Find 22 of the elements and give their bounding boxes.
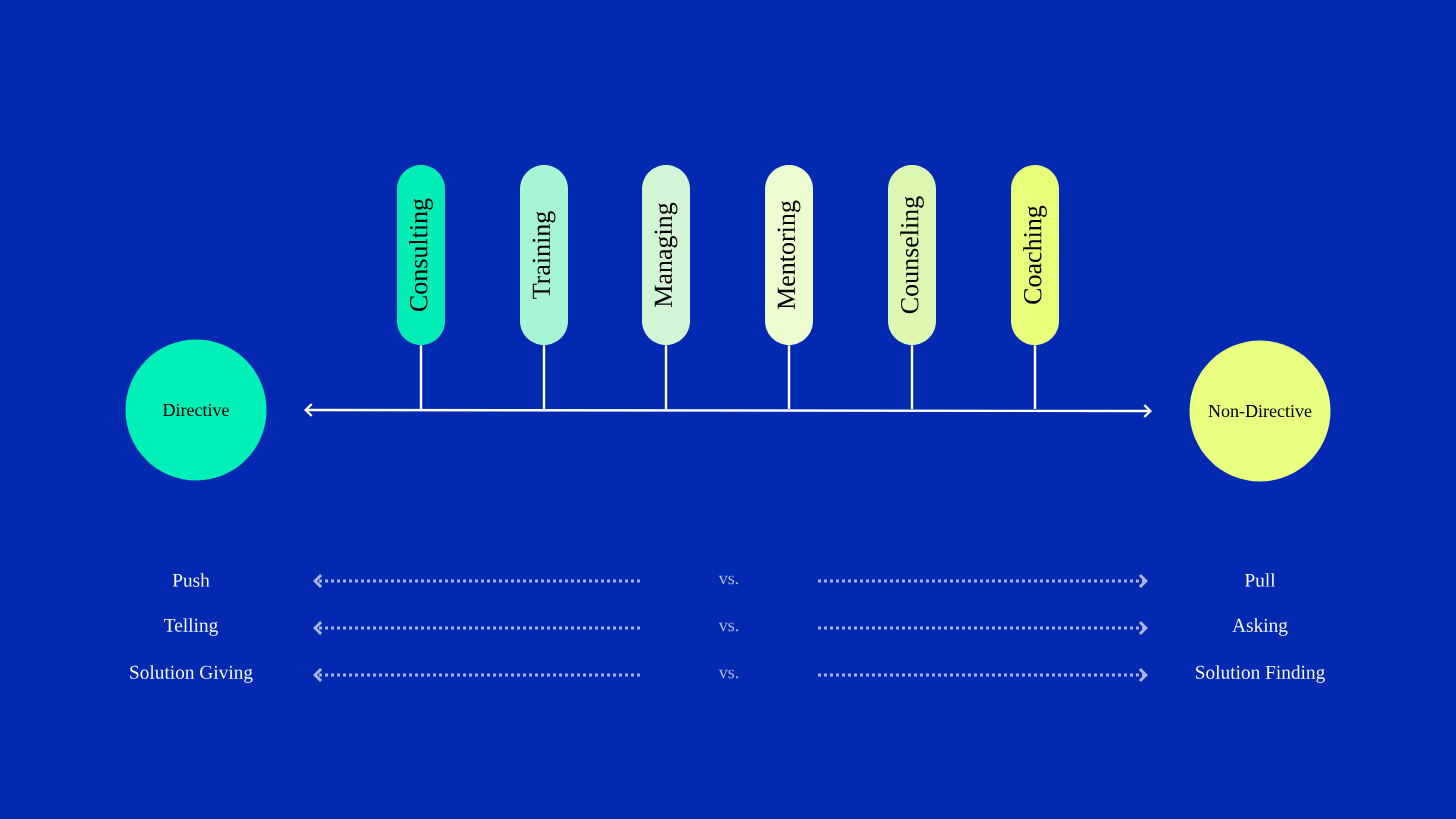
label-pill: Counseling (888, 165, 936, 345)
vs-label: vs. (718, 622, 739, 632)
label-pill: Consulting (397, 165, 445, 345)
connector-line (787, 345, 791, 409)
label-pill: Mentoring (765, 165, 813, 345)
row-label: Asking (1232, 618, 1288, 636)
label-pill: Managing (642, 165, 690, 345)
vs-label: vs. (718, 669, 739, 679)
vs-label: vs. (718, 575, 739, 585)
double-arrow (304, 403, 1152, 418)
connector-line (419, 345, 423, 409)
row-label: Telling (164, 618, 218, 636)
connector-line (664, 345, 668, 409)
connector-line (542, 345, 546, 409)
row-label: Push (172, 573, 210, 587)
row-label: Solution Giving (130, 665, 253, 683)
label-pill: Training (520, 165, 568, 345)
connector-line (910, 345, 914, 409)
row-label: Solution Finding (1196, 665, 1325, 683)
connector-line (1033, 345, 1037, 409)
row-label: Pull (1245, 573, 1276, 587)
label-pill: Coaching (1011, 165, 1059, 345)
